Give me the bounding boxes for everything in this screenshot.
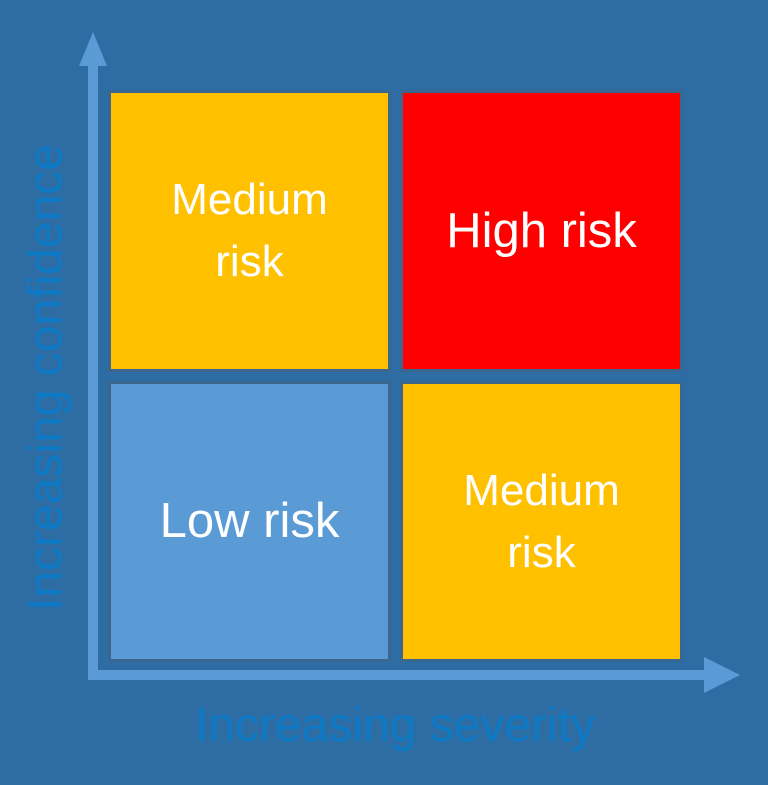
x-axis-arrow-right-icon [704,657,740,693]
quadrant-label-line: Medium [463,465,620,515]
y-axis-arrow-up-icon [79,32,107,66]
y-axis-label: Increasing confidence [19,144,73,612]
x-axis-line [88,670,706,680]
quadrant-top-right-high-risk: High risk [400,90,683,372]
quadrant-bottom-left-low-risk: Low risk [108,381,391,662]
quadrant-label-line: Low risk [159,494,340,549]
quadrant-label-line: Medium [171,175,328,225]
quadrant-label-line: risk [507,527,576,577]
y-axis-line [88,60,98,680]
quadrant-label-line: risk [215,237,284,286]
x-axis-label: Increasing severity [194,699,596,752]
quadrant-bottom-right-medium-risk: Medium risk [400,381,683,662]
quadrant-label-line: High risk [446,203,637,258]
quadrant-top-left-medium-risk: Medium risk [108,90,391,372]
